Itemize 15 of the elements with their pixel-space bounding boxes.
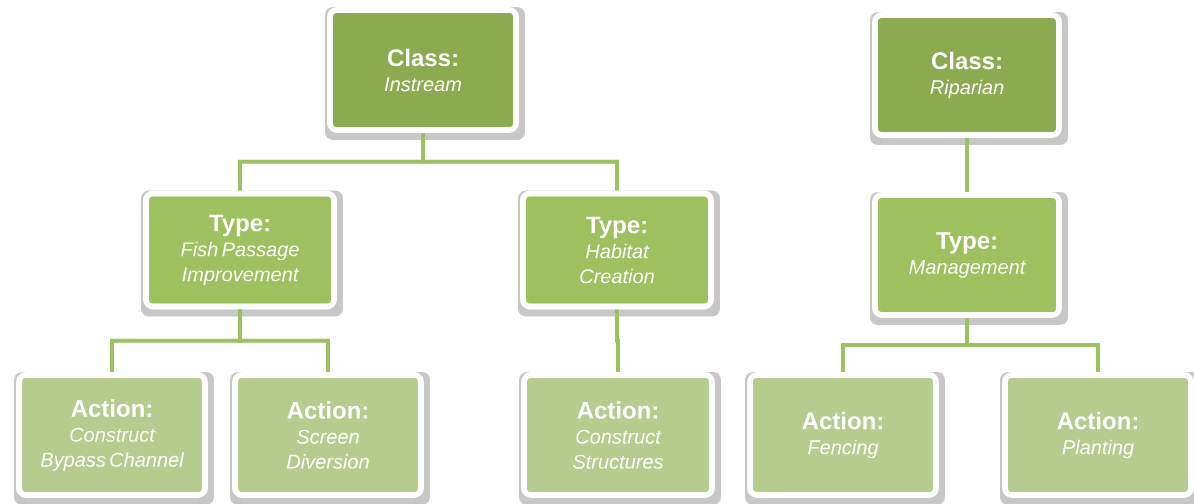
connector — [965, 138, 969, 192]
connector — [965, 318, 1100, 372]
class-box: Class: Riparian — [870, 12, 1068, 145]
action-box: Action: Screen Diversion — [230, 372, 430, 504]
type-box: Type: Habitat Creation — [518, 190, 720, 317]
action-box: Action: Planting — [1000, 372, 1194, 504]
connector — [238, 309, 330, 372]
connector — [421, 133, 619, 191]
action-box: Action: Construct Structures — [519, 372, 721, 504]
type-box: Type: Fish Passage Improvement — [141, 190, 343, 317]
type-box: Type: Management — [870, 192, 1068, 325]
class-box: Class: Instream — [325, 7, 525, 140]
action-box: Action: Construct Bypass Channel — [14, 372, 214, 504]
connector — [615, 309, 620, 372]
action-box: Action: Fencing — [745, 372, 945, 504]
